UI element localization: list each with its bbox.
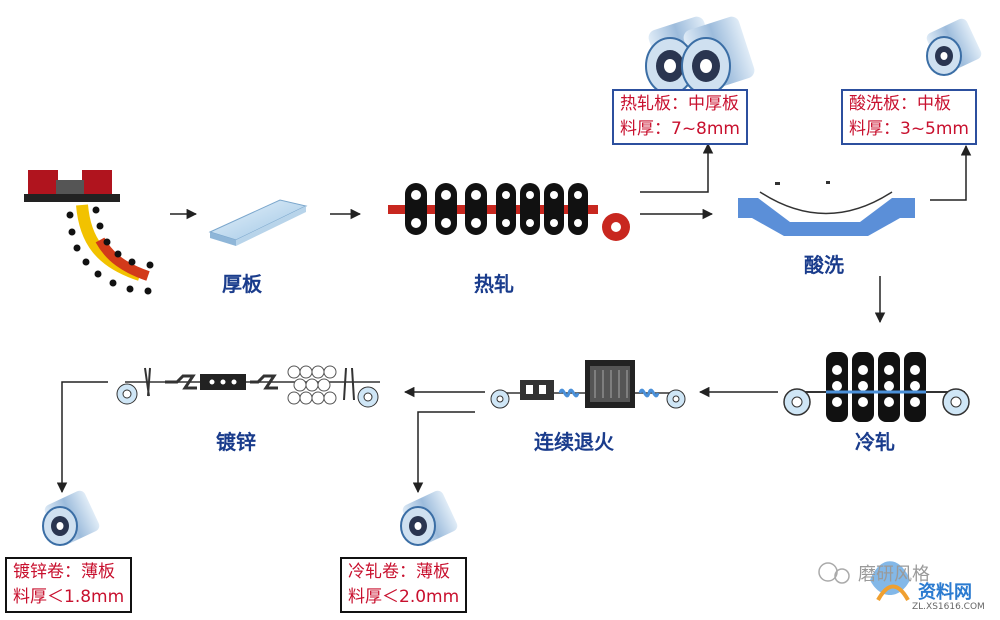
label-annealing: 连续退火: [534, 430, 614, 454]
pickled-thickness: 料厚：3~5mm: [849, 119, 969, 139]
galvanized-product-box: 镀锌卷：薄板 料厚＜1.8mm: [5, 557, 133, 613]
hot-rolled-thickness: 料厚：7~8mm: [620, 119, 740, 139]
hot-rolled-coils: [645, 16, 755, 95]
label-plate: 厚板: [222, 272, 262, 296]
label-hot-rolling: 热轧: [474, 272, 514, 296]
cold-rolled-thickness: 料厚＜2.0mm: [348, 587, 460, 607]
plate-slab: [208, 199, 308, 246]
cold-rolled-coil: [400, 490, 458, 546]
annealing-line: [490, 360, 686, 409]
hot-rolled-product-type: 热轧板：中厚板: [620, 94, 739, 114]
pickled-product-box: 酸洗板：中板 料厚：3~5mm: [841, 89, 977, 145]
galvanizing-line: [116, 365, 380, 408]
cold-rolling-mill: [783, 352, 970, 422]
cold-rolled-product-type: 冷轧卷：薄板: [348, 562, 450, 582]
cold-rolled-product-box: 冷轧卷：薄板 料厚＜2.0mm: [340, 557, 468, 613]
hot-rolled-product-box: 热轧板：中厚板 料厚：7~8mm: [612, 89, 748, 145]
watermark-site: 资料网: [918, 582, 972, 603]
pickled-product-type: 酸洗板：中板: [849, 94, 951, 114]
hot-rolling-mill: [388, 183, 630, 241]
watermark-text: 磨研风格: [858, 564, 930, 585]
galvanized-thickness: 料厚＜1.8mm: [13, 587, 125, 607]
pickling-tank: [738, 181, 915, 236]
continuous-caster: [24, 170, 154, 295]
galvanized-coil: [42, 490, 100, 546]
watermark-logo-icon: [818, 561, 910, 602]
label-cold-rolling: 冷轧: [855, 430, 895, 454]
galvanized-product-type: 镀锌卷：薄板: [13, 562, 115, 582]
watermark-url: ZL.XS1616.COM: [912, 602, 985, 612]
label-galvanizing: 镀锌: [216, 430, 256, 454]
label-pickling: 酸洗: [804, 253, 844, 277]
pickled-coil: [926, 18, 982, 76]
flow-arrows: [56, 142, 972, 494]
